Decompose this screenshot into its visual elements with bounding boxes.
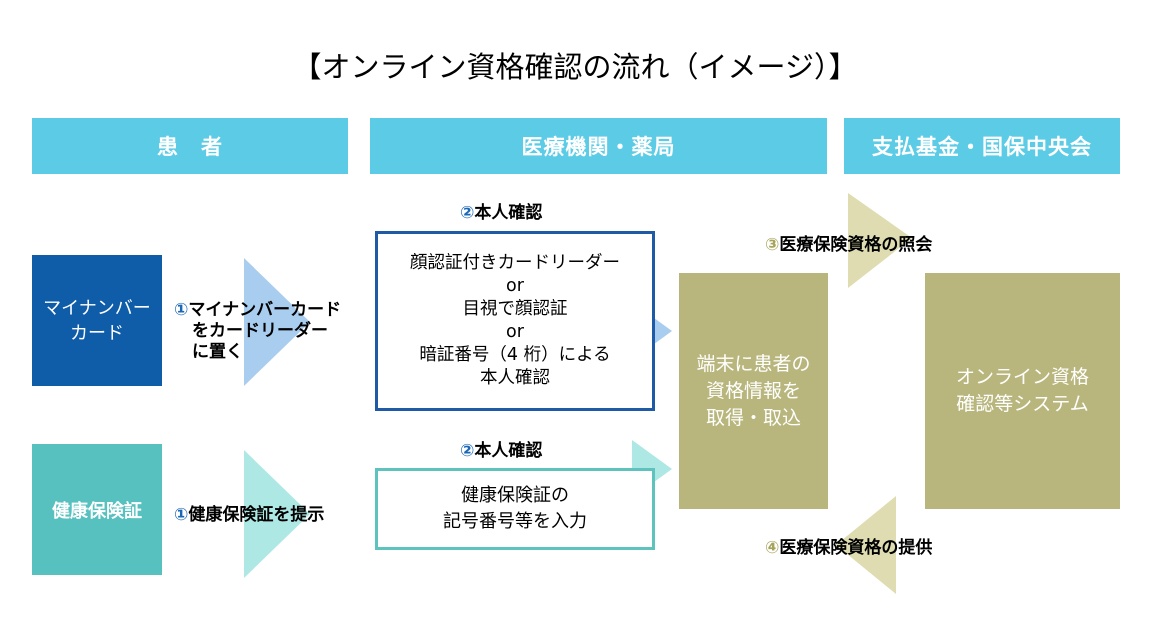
terminal-box: 端末に患者の 資格情報を 取得・取込 <box>679 273 828 509</box>
step2-top-num: ② <box>460 203 475 223</box>
step1-card-text: ①マイナンバーカード をカードリーダー に置く <box>174 300 341 363</box>
arrow-step3 <box>848 193 912 288</box>
step1-insurance-label: 健康保険証を提示 <box>188 505 325 525</box>
step4-text: 医療保険資格の提供 <box>779 538 933 558</box>
terminal-line-1: 端末に患者の <box>696 352 811 375</box>
verify-line-1: 顔認証付きカードリーダー <box>410 253 620 273</box>
verify-line-3: 目視で顔認証 <box>462 299 568 319</box>
step3-label: ③医療保険資格の照会 <box>765 230 932 255</box>
step3-num: ③ <box>765 235 780 255</box>
mynumber-card-label-1: マイナンバー <box>43 297 151 319</box>
step2-bottom-label: ②本人確認 <box>460 436 542 461</box>
system-box: オンライン資格 確認等システム <box>925 273 1120 509</box>
step1-card-line-1: マイナンバーカード <box>188 300 342 320</box>
step1-card-num: ① <box>174 300 189 320</box>
system-line-1: オンライン資格 <box>955 366 1089 388</box>
step2-bottom-num: ② <box>460 441 475 461</box>
verify-method-box: 顔認証付きカードリーダー or 目視で顔認証 or 暗証番号（4 桁）による 本… <box>375 231 655 411</box>
system-line-2: 確認等システム <box>956 393 1089 415</box>
step2-top-text: 本人確認 <box>474 203 543 223</box>
step1-card-line-3: に置く <box>192 342 243 362</box>
terminal-line-3: 取得・取込 <box>705 406 801 429</box>
step1-insurance-text: ①健康保険証を提示 <box>174 505 324 526</box>
arrow-step1-card <box>244 258 310 386</box>
arrow-step1-insurance <box>244 450 310 578</box>
insurance-input-box: 健康保険証の 記号番号等を入力 <box>375 468 655 550</box>
verify-line-5: 暗証番号（4 桁）による <box>419 345 611 365</box>
arrow-step4 <box>836 496 896 594</box>
step4-num: ④ <box>765 538 780 558</box>
insurance-card-box: 健康保険証 <box>32 444 162 575</box>
verify-line-6: 本人確認 <box>480 368 550 388</box>
step2-top-label: ②本人確認 <box>460 198 542 223</box>
step4-label: ④医療保険資格の提供 <box>765 533 932 558</box>
header-institution: 医療機関・薬局 <box>370 118 827 174</box>
verify-line-2: or <box>506 276 524 296</box>
step2-bottom-text: 本人確認 <box>474 441 543 461</box>
terminal-line-2: 資格情報を <box>705 379 801 402</box>
header-patient: 患 者 <box>32 118 348 174</box>
insurance-input-line-2: 記号番号等を入力 <box>443 511 587 532</box>
step1-insurance-num: ① <box>174 505 189 525</box>
insurance-input-line-1: 健康保険証の <box>461 485 569 506</box>
header-fund: 支払基金・国保中央会 <box>844 118 1120 174</box>
step3-text: 医療保険資格の照会 <box>779 235 933 255</box>
mynumber-card-box: マイナンバー カード <box>32 255 162 386</box>
mynumber-card-label-2: カード <box>70 322 124 344</box>
verify-line-4: or <box>506 322 524 342</box>
step1-card-line-2: をカードリーダー <box>192 321 328 341</box>
page-title: 【オンライン資格確認の流れ（イメージ）】 <box>292 50 858 84</box>
